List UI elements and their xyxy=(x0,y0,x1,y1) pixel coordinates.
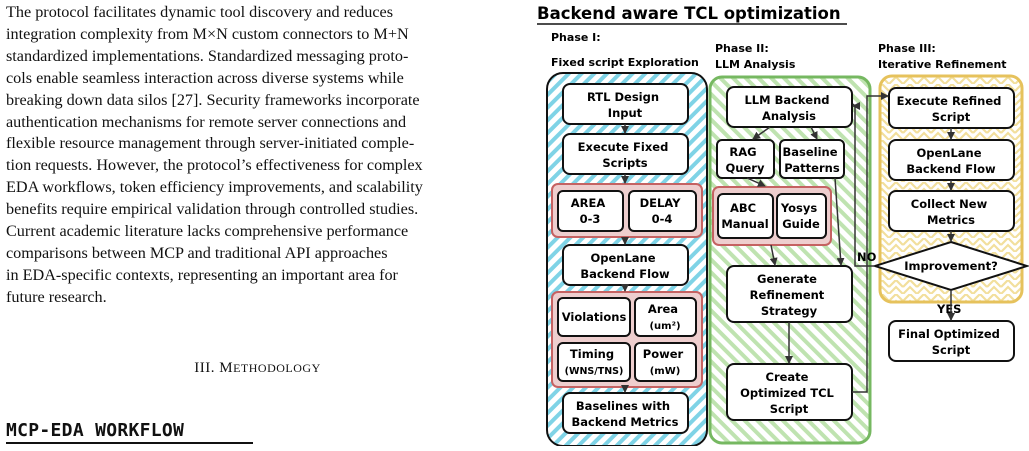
arrow xyxy=(746,177,766,187)
phase2-label: Phase II: LLM Analysis xyxy=(715,42,796,71)
power-box xyxy=(634,342,697,382)
svg-text:AREA 0-3: AREA 0-3 xyxy=(571,196,610,226)
text-line: integration complexity from M×N custom c… xyxy=(6,24,409,43)
delay-param-box xyxy=(628,190,697,232)
text-line: flexible resource management through ser… xyxy=(6,134,415,153)
text-line: The protocol facilitates dynamic tool di… xyxy=(6,3,394,21)
arrow xyxy=(769,244,778,266)
rag-query-box xyxy=(716,139,775,179)
svg-text:LLM Backend Analysis: LLM Backend Analysis xyxy=(744,93,833,123)
svg-text:Collect New Metrics: Collect New Metrics xyxy=(911,197,991,227)
improvement-label: Improvement? xyxy=(904,259,998,273)
text-line: benefits require empirical validation th… xyxy=(6,200,419,219)
text-line: tion requests. However, the protocol’s e… xyxy=(6,156,423,175)
svg-text:DELAY 0-4: DELAY 0-4 xyxy=(640,196,685,226)
section-title: METHODOLOGY xyxy=(219,360,321,376)
tcl-optimization-figure: Backend aware TCL optimization Phase I: … xyxy=(525,0,1029,451)
svg-text:Create Optimized TCL S: Create Optimized TCL Script xyxy=(740,370,838,416)
svg-text:Area (um²): Area (um²) xyxy=(648,302,682,332)
text-line: Current academic literature lacks compre… xyxy=(6,222,409,241)
yes-label: YES xyxy=(936,302,961,316)
text-line: EDA workflows, token efficiency improvem… xyxy=(6,178,423,197)
figure-title: Backend aware TCL optimization xyxy=(537,4,841,23)
body-paragraph: The protocol facilitates dynamic tool di… xyxy=(6,2,509,309)
violations-box xyxy=(557,297,631,337)
phase3-label: Phase III: Iterative Refinement xyxy=(878,42,1007,71)
timing-box xyxy=(557,342,631,382)
section-heading: III. METHODOLOGY xyxy=(0,360,515,377)
text-line: cols enable seamless interaction across … xyxy=(6,68,404,87)
svg-text:OpenLane Backend Flow: OpenLane Backend Flow xyxy=(906,146,996,176)
svg-text:Power (mW): Power (mW) xyxy=(643,347,687,377)
yosys-guide-box xyxy=(776,193,827,239)
violations-label: Violations xyxy=(562,310,627,324)
area-param-box xyxy=(557,190,624,232)
svg-text:Baseline Patterns: Baseline Patterns xyxy=(782,145,841,175)
svg-text:Generate Refinement St: Generate Refinement Strategy xyxy=(750,272,829,318)
svg-text:Execute Refined Script: Execute Refined Script xyxy=(897,94,1006,124)
svg-text:Baselines with Backend Met: Baselines with Backend Metrics xyxy=(572,399,679,429)
arrow xyxy=(810,126,818,140)
text-line: standardized implementations. Standardiz… xyxy=(6,46,409,65)
svg-text:Yosys Guide: Yosys Guide xyxy=(780,201,821,231)
baselines-box xyxy=(562,392,689,434)
svg-text:OpenLane Backend Flow: OpenLane Backend Flow xyxy=(580,251,670,281)
phase1-label: Phase I: Fixed script Exploration xyxy=(551,31,699,69)
area-um-box xyxy=(634,297,697,337)
svg-text:RAG Query: RAG Query xyxy=(726,145,765,175)
to-phase3-arrow xyxy=(852,92,889,393)
text-line: authentication mechanisms for remote ser… xyxy=(6,112,407,131)
svg-text:ABC Manual: ABC Manual xyxy=(721,201,768,231)
svg-text:Timing (WNS/TNS): Timing (WNS/TNS) xyxy=(565,347,624,377)
section-number: III. xyxy=(194,360,215,376)
next-figure-title: MCP-EDA WORKFLOW xyxy=(6,420,185,441)
title-underline xyxy=(6,442,253,444)
text-line: future research. xyxy=(6,287,107,306)
abc-manual-box xyxy=(717,193,774,239)
svg-text:RTL Design Input: RTL Design Input xyxy=(587,90,663,120)
baseline-patterns-box xyxy=(779,139,845,179)
text-line: breaking down data silos [27]. Security … xyxy=(6,90,420,109)
text-line: comparisons between MCP and traditional … xyxy=(6,243,388,262)
text-line: in EDA-specific contexts, representing a… xyxy=(6,265,398,284)
svg-text:Execute Fixed Scripts: Execute Fixed Scripts xyxy=(578,140,673,170)
final-optimized-script-box xyxy=(888,320,1015,362)
arrow xyxy=(752,126,771,140)
arrow xyxy=(834,177,845,266)
svg-text:Final Optimized Script: Final Optimized Script xyxy=(898,327,1004,357)
